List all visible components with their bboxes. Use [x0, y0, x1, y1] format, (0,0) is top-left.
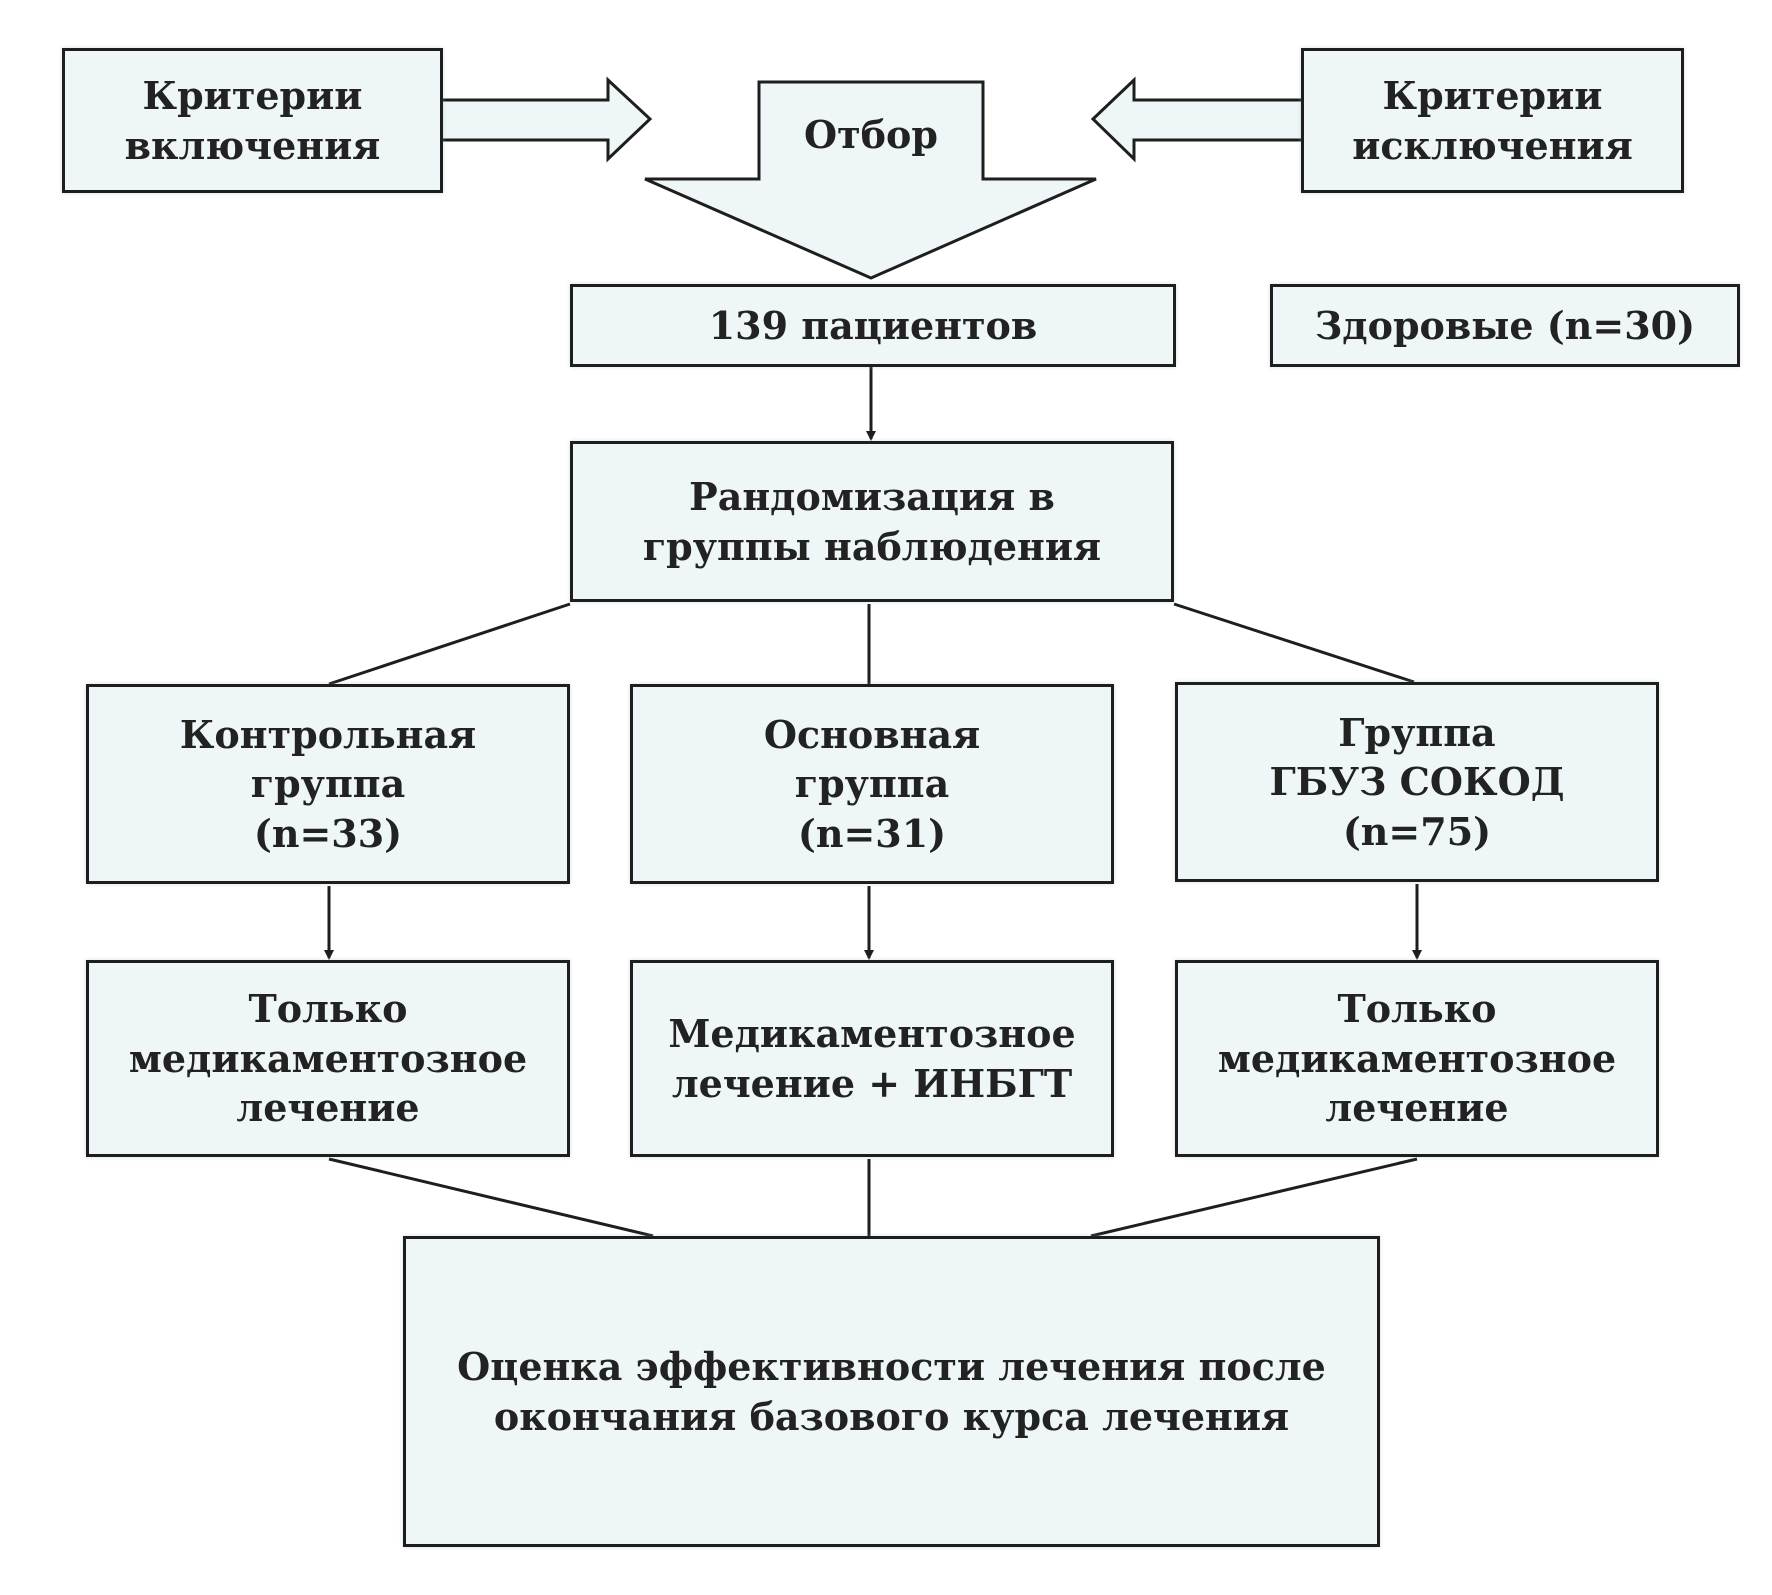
evaluation-box: Оценка эффективности лечения после оконч… [403, 1236, 1380, 1547]
main-treatment-box: Медикаментозное лечение + ИНБГТ [630, 960, 1114, 1157]
main-group-box: Основная группа (n=31) [630, 684, 1114, 884]
selection-label: Отбор [804, 112, 938, 157]
merge-line [328, 1157, 654, 1238]
exclusion-criteria-box: Критерии исключения [1301, 48, 1684, 193]
selection-arrow [644, 80, 1097, 280]
control-treatment-box: Только медикаментозное лечение [86, 960, 570, 1157]
branch-line [328, 602, 571, 686]
healthy-box: Здоровые (n=30) [1270, 284, 1740, 367]
arrow-left-icon [1090, 76, 1301, 163]
sokod-treatment-box: Только медикаментозное лечение [1175, 960, 1659, 1157]
inclusion-criteria-box: Критерии включения [62, 48, 443, 193]
merge-line [1090, 1157, 1418, 1238]
branch-line [1173, 602, 1415, 684]
arrow-right-icon [443, 76, 653, 163]
patients-box: 139 пациентов [570, 284, 1176, 367]
sokod-group-box: Группа ГБУЗ СОКОД (n=75) [1175, 682, 1659, 882]
randomization-box: Рандомизация в группы наблюдения [570, 441, 1174, 602]
control-group-box: Контрольная группа (n=33) [86, 684, 570, 884]
